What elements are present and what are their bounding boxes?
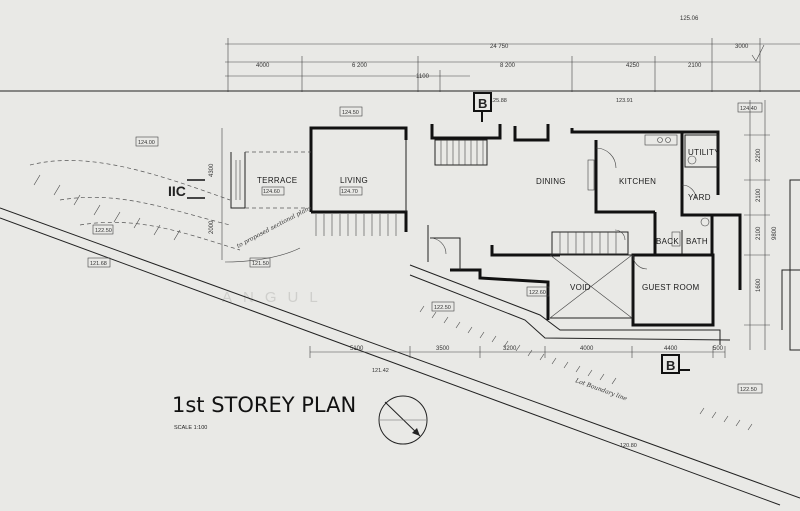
right-dimension: 3000 [735, 44, 749, 50]
level-box-hand [249, 257, 271, 268]
top-dimension-1: 4000 [256, 63, 270, 69]
level-left-top: 124.00 [138, 140, 155, 146]
level-box-left-mid [92, 224, 114, 235]
top-dimension-4: 4250 [626, 63, 640, 69]
small-dimension: 1100 [416, 74, 430, 80]
level-left-low: 121.68 [90, 261, 107, 267]
level-box-ramp [431, 301, 455, 312]
level-void-low: 122.60 [529, 290, 546, 296]
bottom-dimension-2: 3500 [436, 346, 450, 352]
north-arrow-icon [378, 395, 428, 445]
level-box-terrace [261, 186, 285, 196]
top-dimension-5: 2100 [688, 63, 702, 69]
door-swings [429, 147, 697, 270]
top-dimension-2: 6 200 [352, 63, 368, 69]
section-b-bottom-label: B [666, 358, 675, 373]
level-box-top-living [339, 106, 363, 117]
stair-treads [315, 140, 617, 254]
level-ramp: 122.50 [434, 305, 451, 311]
bottom-dimension-4: 4000 [580, 346, 594, 352]
room-kitchen: KITCHEN [619, 177, 656, 186]
bottom-dimension-6: 500 [713, 346, 724, 352]
top-dimension-3: 8 200 [500, 63, 516, 69]
level-bottom-mid: 121.42 [372, 368, 389, 374]
room-void: VOID [570, 283, 591, 292]
right-vertical-dimension-3: 2100 [756, 226, 762, 240]
room-living: LIVING [340, 176, 368, 185]
level-top-living: 124.50 [342, 110, 359, 116]
site-boundary [0, 207, 800, 506]
kitchen-fixtures [587, 134, 710, 247]
right-vertical-dimension-4: 1600 [756, 278, 762, 292]
level-top-dining: 123.91 [616, 98, 633, 104]
room-bath: BATH [686, 237, 708, 246]
right-vertical-dimension-lines [744, 100, 770, 350]
section-b-top-label: B [478, 96, 487, 111]
handwritten-note: to proposed sectional plan [236, 206, 310, 250]
level-hand: 121.50 [252, 261, 269, 267]
neighbouring-structure [789, 179, 800, 351]
bottom-dimension-5: 4400 [664, 346, 678, 352]
boundary-note: Lot Boundary line [573, 377, 628, 403]
right-vertical-dimension-total: 9800 [772, 226, 778, 240]
building-walls [309, 124, 742, 327]
level-box-left-low [87, 257, 111, 268]
level-box-bottom-right [737, 383, 763, 394]
level-box-left-top [135, 136, 159, 147]
level-terrace: 124.60 [263, 189, 280, 195]
level-bottom-far: 120.80 [620, 443, 637, 449]
overall-dimension: 24 750 [490, 44, 509, 50]
right-vertical-dimension-2: 2100 [756, 188, 762, 202]
left-vertical-dimension-2: 2000 [209, 220, 215, 234]
room-utility: UTILITY [688, 148, 720, 157]
left-vertical-dimension-1: 4300 [209, 163, 215, 177]
top-right-reference: 125.06 [680, 16, 699, 22]
plan-title: 1st STOREY PLAN [172, 393, 356, 417]
room-dining: DINING [536, 177, 566, 186]
check-mark-icon [751, 44, 765, 62]
room-guest: GUEST ROOM [642, 283, 700, 292]
level-bottom-right: 122.50 [740, 387, 757, 393]
watermark-text: ANGUL [222, 289, 329, 306]
level-top-right: 124.40 [740, 106, 757, 112]
bottom-dimension-1: 5100 [350, 346, 364, 352]
room-back: BACK [656, 237, 679, 246]
right-vertical-dimension-1: 2200 [756, 148, 762, 162]
bottom-dimension-3: 3200 [503, 346, 517, 352]
room-yard: YARD [688, 193, 711, 202]
level-left-mid: 122.50 [95, 228, 112, 234]
level-living: 124.70 [341, 189, 358, 195]
level-box-living [339, 186, 363, 196]
terrace-structure [230, 151, 311, 209]
section-b-bottom-marker [661, 354, 680, 374]
bottom-dimension-lines [309, 346, 726, 358]
top-dimension-lines [225, 38, 800, 92]
plan-scale: SCALE 1:100 [174, 425, 207, 431]
room-terrace: TERRACE [257, 176, 297, 185]
level-box-void-low [526, 286, 550, 297]
slope-hatching [29, 160, 753, 431]
level-top-center: 125.88 [490, 98, 507, 104]
section-c-label: IIC [168, 183, 186, 199]
